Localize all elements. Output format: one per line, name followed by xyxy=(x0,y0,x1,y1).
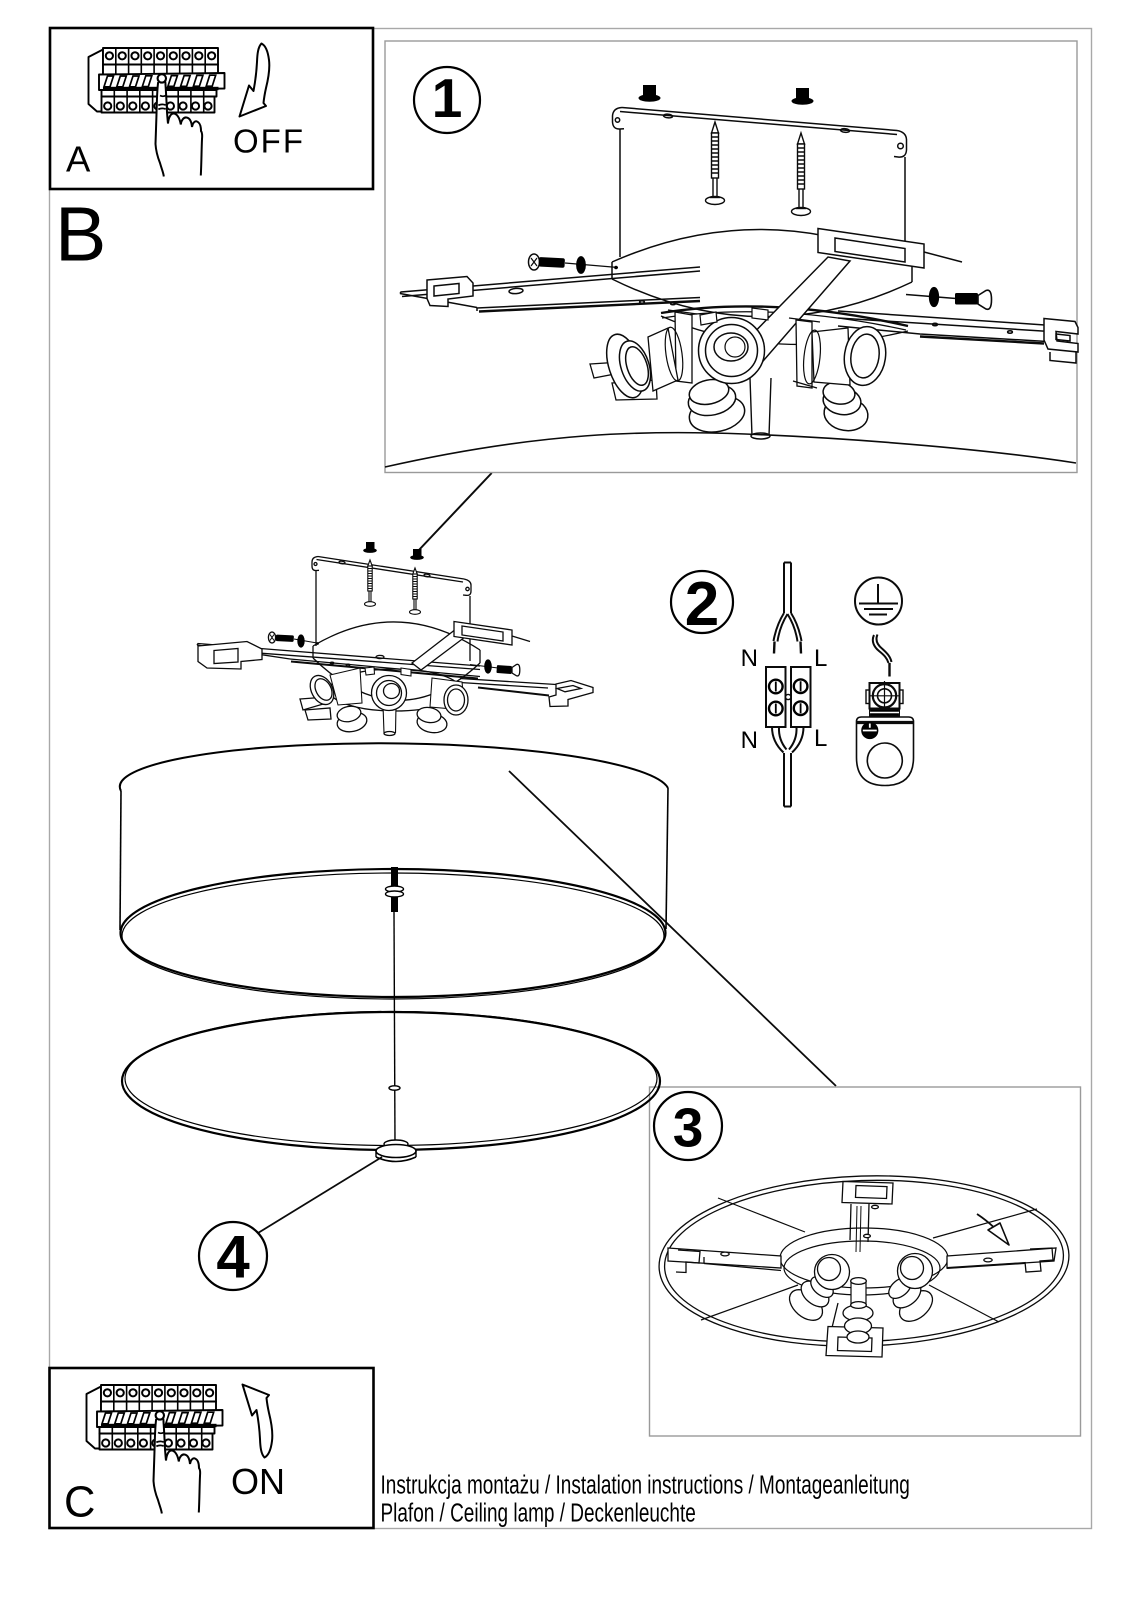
svg-text:N: N xyxy=(741,645,758,672)
svg-text:C: C xyxy=(64,1479,95,1527)
svg-text:N: N xyxy=(741,727,758,754)
svg-text:L: L xyxy=(814,645,827,672)
svg-text:OFF: OFF xyxy=(233,123,305,160)
svg-text:1: 1 xyxy=(432,67,463,129)
svg-text:3: 3 xyxy=(673,1097,704,1159)
svg-text:Plafon / Ceiling lamp / Decken: Plafon / Ceiling lamp / Deckenleuchte xyxy=(381,1498,696,1528)
svg-text:A: A xyxy=(66,139,91,180)
svg-text:2: 2 xyxy=(685,570,719,639)
svg-text:Instrukcja montażu / Instalati: Instrukcja montażu / Instalation instruc… xyxy=(381,1469,910,1499)
svg-text:ON: ON xyxy=(231,1461,285,1502)
svg-text:L: L xyxy=(814,725,827,752)
svg-text:4: 4 xyxy=(216,1224,250,1291)
svg-text:B: B xyxy=(55,192,106,278)
